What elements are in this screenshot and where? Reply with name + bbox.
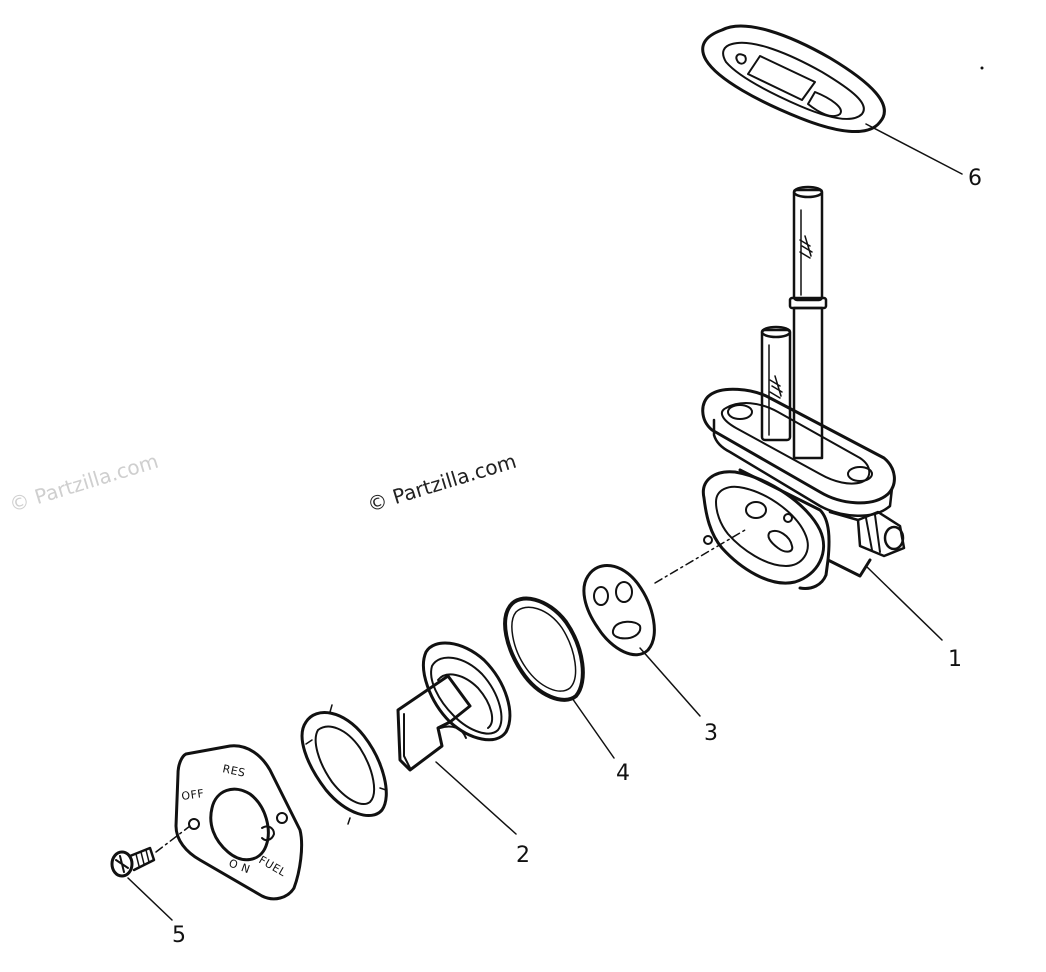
callout-2: 2 <box>516 843 530 868</box>
part-1-fuel-cock-body <box>701 185 906 590</box>
stray-dot <box>980 66 984 70</box>
part-4-o-ring <box>503 596 585 702</box>
part-selector-plate: RES OFF O N FUEL <box>174 744 304 901</box>
part-3-packing-disk <box>582 564 656 657</box>
callout-labels: 6 1 3 4 2 5 <box>172 166 982 948</box>
part-5-screw <box>110 846 156 878</box>
callout-5: 5 <box>172 923 186 948</box>
assembly-axis-lines <box>155 529 746 853</box>
part-washer-ring <box>300 704 388 825</box>
callout-1: 1 <box>948 647 962 672</box>
callout-6: 6 <box>968 166 982 191</box>
part-2-valve-lever <box>396 641 512 772</box>
watermark-center: © Partzilla.com <box>364 449 519 517</box>
plate-marking-off: OFF <box>181 787 205 803</box>
part-6-gasket <box>701 24 886 134</box>
plate-marking-res: RES <box>221 762 246 780</box>
callout-4: 4 <box>616 761 630 786</box>
plate-marking-fuel: FUEL <box>257 853 289 879</box>
leader-lines <box>127 123 963 921</box>
watermark-left: © Partzilla.com <box>6 449 161 517</box>
callout-3: 3 <box>704 721 718 746</box>
